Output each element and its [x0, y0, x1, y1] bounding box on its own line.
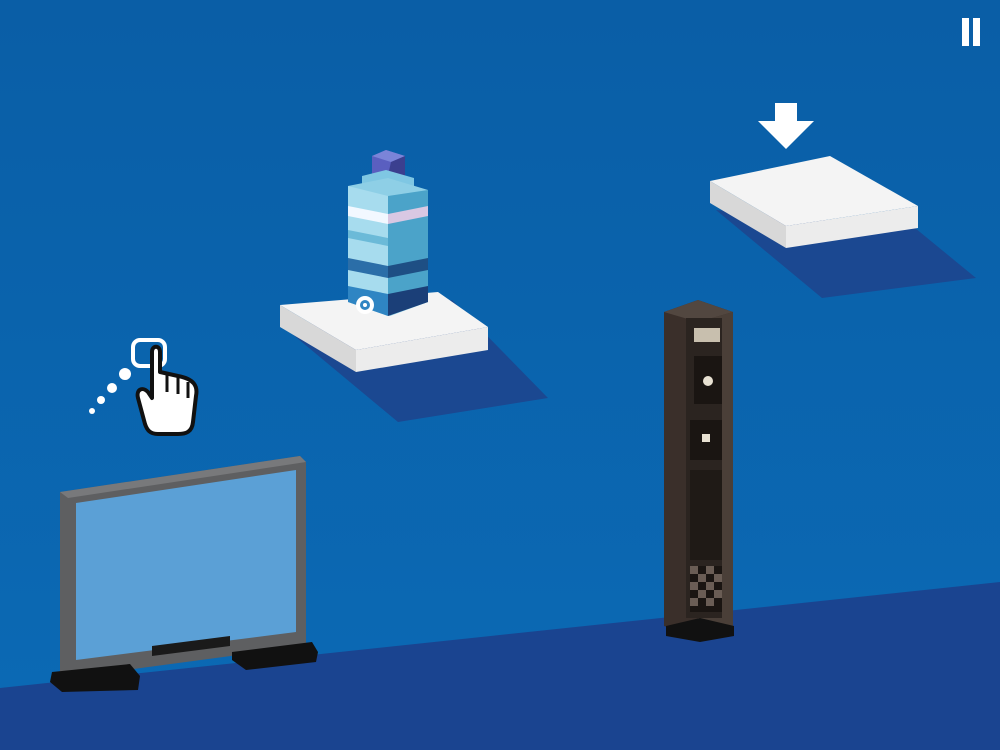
tv-monitor — [50, 456, 318, 692]
down-arrow-icon — [758, 103, 814, 149]
platform-start — [280, 292, 488, 372]
tower-speaker — [664, 300, 734, 642]
tap-dot — [119, 368, 131, 380]
tap-dot — [107, 383, 117, 393]
tap-dot — [97, 396, 105, 404]
pause-button[interactable] — [948, 10, 992, 54]
platform-target — [710, 156, 918, 248]
tv-screen — [76, 470, 296, 660]
tap-dot — [89, 408, 95, 414]
tap-hand-icon — [131, 338, 199, 436]
tap-hint — [89, 338, 199, 436]
water-bottle[interactable] — [348, 150, 428, 316]
speaker-grille — [690, 566, 722, 612]
floor — [0, 582, 1000, 750]
